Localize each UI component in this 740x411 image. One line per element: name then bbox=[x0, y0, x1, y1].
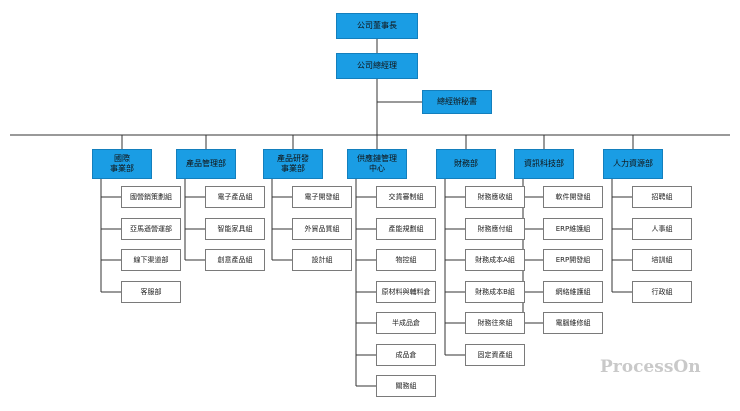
team-box: 成品倉 bbox=[376, 344, 436, 366]
department-box: 產品研發 事業部 bbox=[263, 149, 323, 179]
team-box: 智能家具組 bbox=[205, 218, 265, 240]
team-box: ERP開發組 bbox=[543, 249, 603, 271]
watermark: ProcessOn bbox=[600, 357, 701, 377]
team-box: 網絡維護組 bbox=[543, 281, 603, 303]
team-box: 財務成本A組 bbox=[465, 249, 525, 271]
gm-secretary-box: 總經辦秘書 bbox=[422, 90, 492, 114]
department-box: 資訊科技部 bbox=[514, 149, 574, 179]
team-box: 招聘組 bbox=[632, 186, 692, 208]
team-box: 行政組 bbox=[632, 281, 692, 303]
department-box: 供應鏈管理 中心 bbox=[347, 149, 407, 179]
team-box: 設計組 bbox=[292, 249, 352, 271]
department-box: 人力資源部 bbox=[603, 149, 663, 179]
team-box: 軟件開發組 bbox=[543, 186, 603, 208]
team-box: 創意產品組 bbox=[205, 249, 265, 271]
team-box: 電子開發組 bbox=[292, 186, 352, 208]
team-box: 半成品倉 bbox=[376, 312, 436, 334]
team-box: 培訓組 bbox=[632, 249, 692, 271]
team-box: 財務應收組 bbox=[465, 186, 525, 208]
general-manager-box: 公司總經理 bbox=[336, 53, 418, 79]
team-box: 固定資產組 bbox=[465, 344, 525, 366]
team-box: 財務成本B組 bbox=[465, 281, 525, 303]
team-box: ERP維護組 bbox=[543, 218, 603, 240]
department-box: 國際 事業部 bbox=[92, 149, 152, 179]
department-box: 財務部 bbox=[436, 149, 496, 179]
team-box: 交貨審制組 bbox=[376, 186, 436, 208]
chairman-box: 公司董事長 bbox=[336, 13, 418, 39]
team-box: 人事組 bbox=[632, 218, 692, 240]
team-box: 物控組 bbox=[376, 249, 436, 271]
team-box: 財務往來組 bbox=[465, 312, 525, 334]
team-box: 線下渠道部 bbox=[121, 249, 181, 271]
team-box: 關務組 bbox=[376, 375, 436, 397]
team-box: 外貿品質組 bbox=[292, 218, 352, 240]
team-box: 客服部 bbox=[121, 281, 181, 303]
team-box: 財務應付組 bbox=[465, 218, 525, 240]
team-box: 電子產品組 bbox=[205, 186, 265, 208]
team-box: 產能規劃組 bbox=[376, 218, 436, 240]
team-box: 亞馬遜營運部 bbox=[121, 218, 181, 240]
team-box: 電腦維修組 bbox=[543, 312, 603, 334]
team-box: 國營銷策劃組 bbox=[121, 186, 181, 208]
team-box: 原材料與輔料倉 bbox=[376, 281, 436, 303]
department-box: 產品管理部 bbox=[176, 149, 236, 179]
